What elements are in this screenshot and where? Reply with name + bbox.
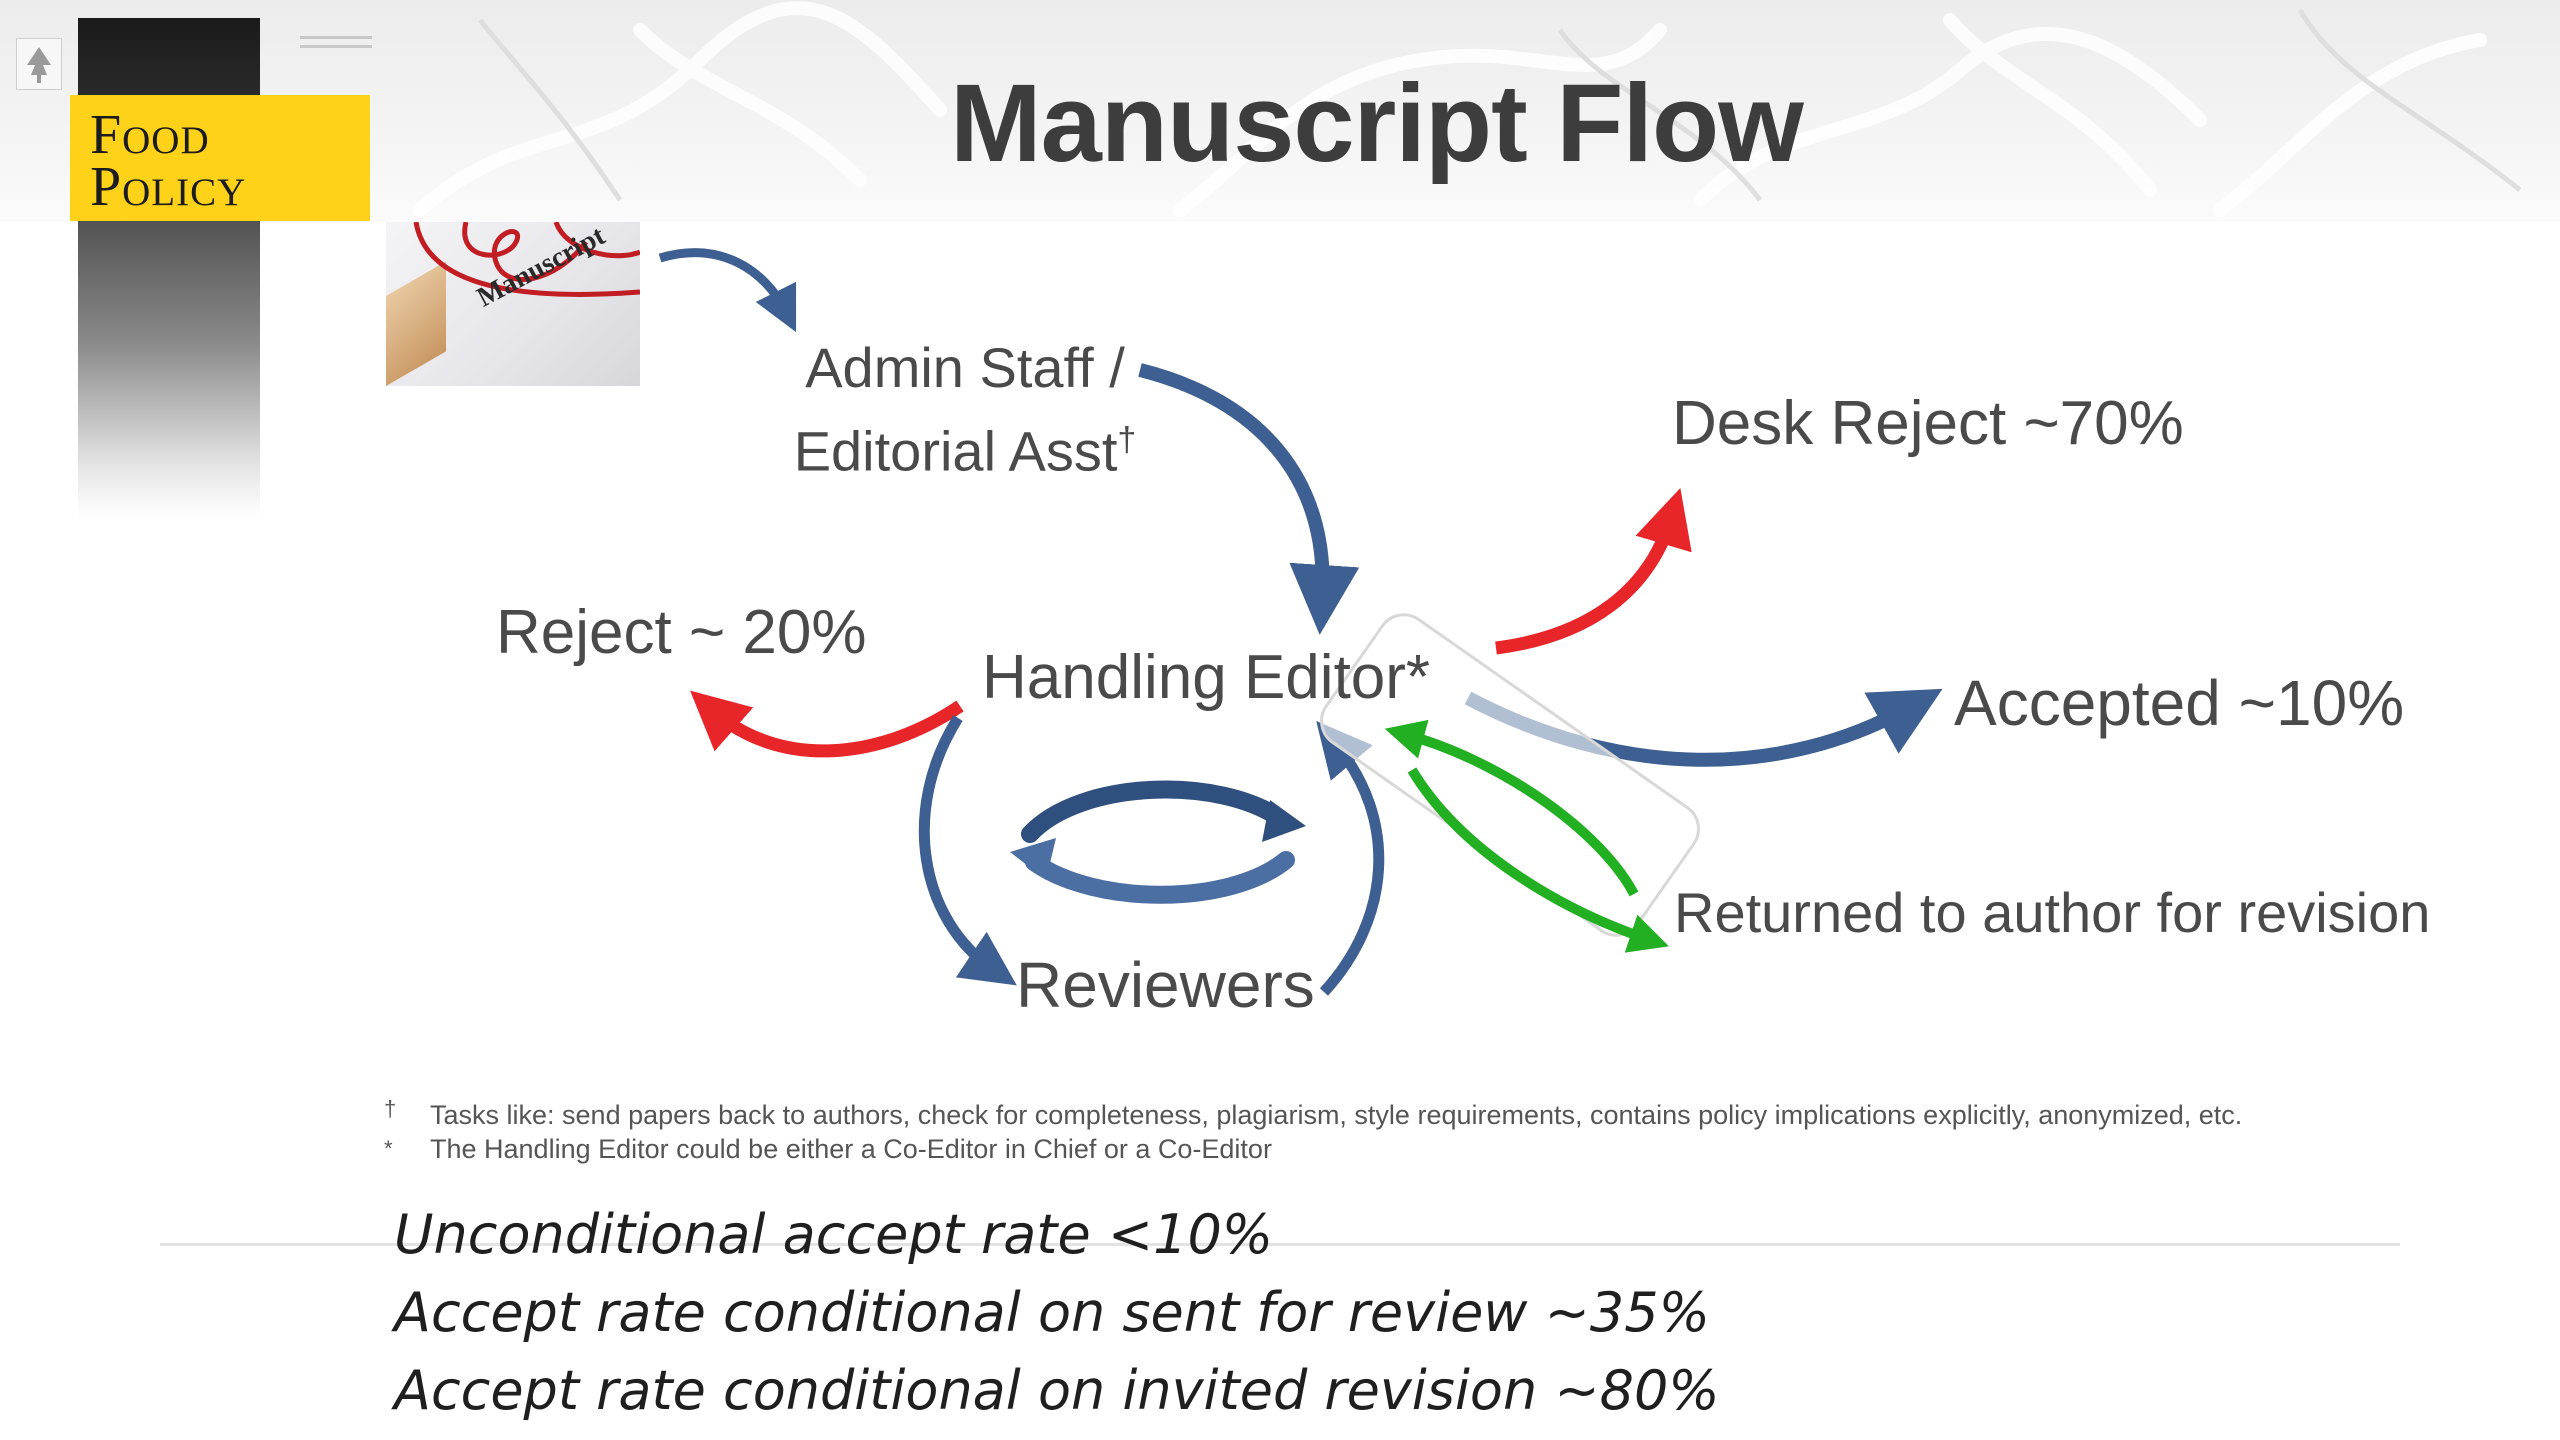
refresh-cycle-icon	[1010, 780, 1306, 904]
stat-unconditional: Unconditional accept rate <10%	[394, 1203, 1274, 1266]
banner-texture	[413, 1, 2522, 217]
divider-line	[160, 1243, 2400, 1246]
node-returned-for-revision: Returned to author for revision	[1674, 881, 2431, 944]
arrow-revision-out	[1407, 767, 1669, 953]
publisher-logo	[16, 38, 62, 90]
footnote-text: The Handling Editor could be either a Co…	[430, 1134, 1272, 1164]
node-handling-editor: Handling Editor*	[982, 643, 1431, 712]
header-banner	[0, 0, 2560, 222]
stat-after-revision: Accept rate conditional on invited revis…	[394, 1359, 1720, 1422]
stat-after-review: Accept rate conditional on sent for revi…	[394, 1281, 1710, 1344]
arrow-revision-back	[1384, 719, 1639, 897]
journal-name-line2: Policy	[90, 156, 247, 218]
arrow-to-reviewers	[918, 715, 1017, 986]
ribbon-icon	[413, 222, 640, 297]
node-reviewers: Reviewers	[1016, 949, 1315, 1021]
admin-line1: Admin Staff /	[805, 336, 1125, 399]
footnote-item: * The Handling Editor could be either a …	[380, 1132, 2242, 1166]
footnote-mark: *	[384, 1136, 393, 1161]
node-reject: Reject ~ 20%	[496, 598, 867, 667]
admin-line2: Editorial Asst	[793, 419, 1118, 483]
arrow-admin-to-editor	[1138, 363, 1360, 635]
arrow-desk-reject	[1495, 487, 1692, 655]
arrow-to-admin	[658, 248, 797, 333]
journal-name-line1: Food	[90, 104, 210, 166]
cover-corner-text	[300, 30, 372, 58]
footnote-text: Tasks like: send papers back to authors,…	[430, 1100, 2243, 1130]
tree-icon	[27, 47, 51, 83]
footnote-item: † Tasks like: send papers back to author…	[380, 1096, 2243, 1132]
manuscript-image: Manuscript	[386, 222, 640, 386]
footnote-mark: †	[384, 1096, 397, 1121]
admin-dagger: †	[1117, 421, 1137, 459]
slide-title: Manuscript Flow	[950, 62, 1804, 185]
footnotes: † Tasks like: send papers back to author…	[380, 1096, 2243, 1166]
acceptance-stats: Unconditional accept rate <10% Accept ra…	[394, 1196, 1720, 1430]
journal-title-box: Food Policy	[70, 95, 370, 221]
arrow-reviewers-to-editor	[1316, 720, 1385, 996]
node-accepted: Accepted ~10%	[1954, 667, 2405, 739]
arrow-reject	[690, 690, 964, 758]
node-admin-staff: Admin Staff / Editorial Asst†	[720, 332, 1210, 488]
node-desk-reject: Desk Reject ~70%	[1672, 389, 2184, 458]
